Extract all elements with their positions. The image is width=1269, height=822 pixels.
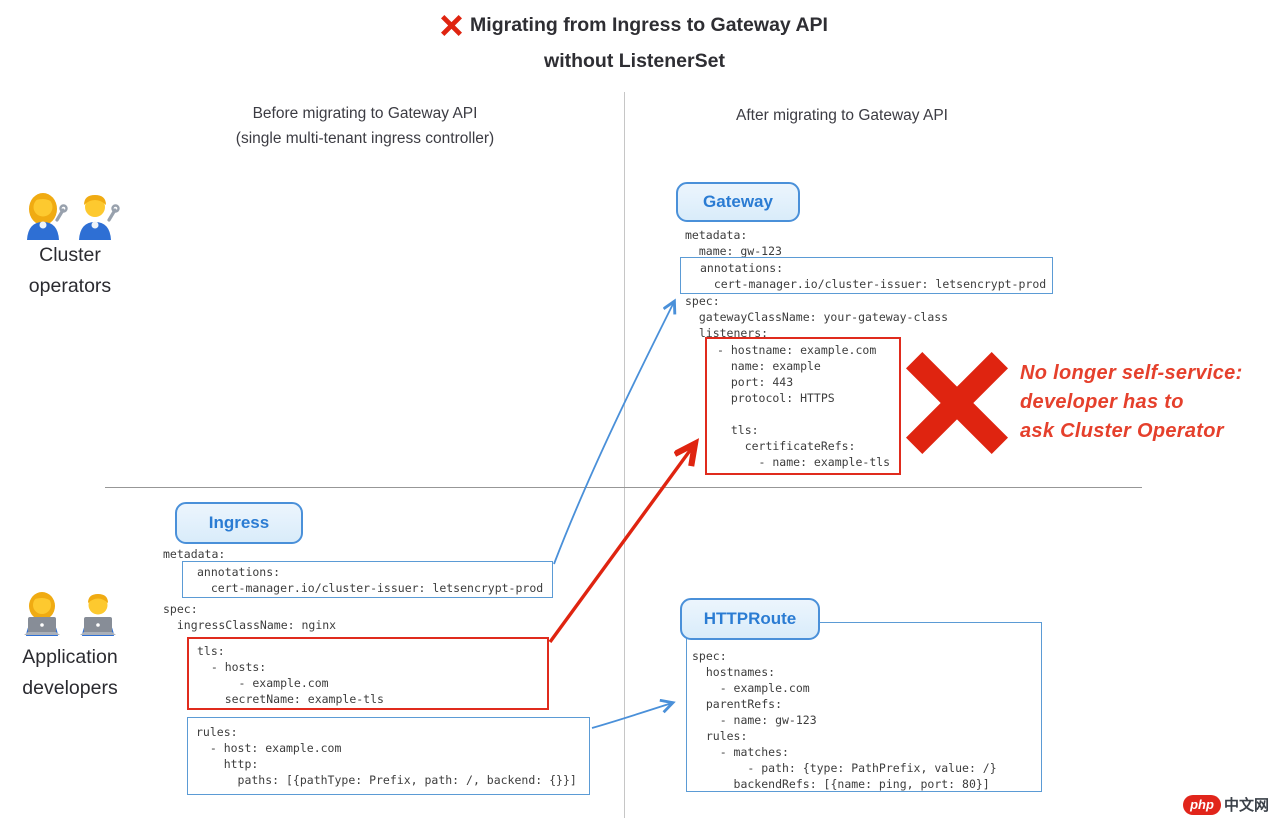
gateway-pill: Gateway (676, 182, 800, 222)
page-title: Migrating from Ingress to Gateway API wi… (0, 10, 1269, 77)
page-title-line1: Migrating from Ingress to Gateway API (470, 14, 828, 36)
php-logo-badge: php (1183, 794, 1221, 815)
ingress-yaml-spec: spec: ingressClassName: nginx (163, 602, 337, 632)
application-developers-label-line2: developers (22, 677, 118, 699)
gateway-pill-label: Gateway (703, 192, 773, 211)
column-divider-line (624, 92, 625, 818)
httproute-pill-label: HTTPRoute (703, 609, 797, 628)
note-line2: developer has to (1020, 391, 1184, 413)
gateway-listener-alert-box: - hostname: example.com name: example po… (705, 337, 901, 475)
ingress-pill-label: Ingress (208, 513, 270, 532)
man-technologist-icon (72, 590, 124, 642)
cross-mark-icon (441, 15, 463, 36)
woman-technologist-icon (16, 590, 68, 642)
gateway-annotations-highlight-box: annotations: cert-manager.io/cluster-iss… (680, 257, 1053, 294)
self-service-note: No longer self-service: developer has to… (1020, 359, 1243, 446)
before-header-line1: Before migrating to Gateway API (252, 105, 478, 122)
row-divider-line (105, 487, 1142, 488)
gateway-yaml-metadata: metadata: mame: gw-123 (685, 228, 782, 258)
watermark-text: 中文网 (1224, 797, 1269, 814)
cluster-operators-group: Cluster operators (0, 190, 140, 302)
ingress-pill: Ingress (175, 502, 303, 544)
httproute-pill: HTTPRoute (680, 598, 820, 640)
before-header-line2: (single multi-tenant ingress controller) (235, 130, 495, 147)
httproute-yaml: spec: hostnames: - example.com parentRef… (692, 649, 997, 791)
ingress-yaml-metadata: metadata: (163, 547, 226, 561)
ingress-yaml-rules: rules: - host: example.com http: paths: … (196, 725, 577, 787)
ingress-rules-highlight-box: rules: - host: example.com http: paths: … (187, 717, 590, 795)
man-mechanic-icon (72, 190, 120, 240)
rejected-cross-icon (906, 352, 1008, 454)
httproute-resource-group: HTTPRoute spec: hostnames: - example.com… (675, 595, 1055, 805)
woman-mechanic-icon (20, 190, 68, 240)
rules-migration-arrow (591, 703, 672, 729)
gateway-yaml-listener: - hostname: example.com name: example po… (717, 343, 891, 469)
before-column-header: Before migrating to Gateway API (single … (105, 101, 625, 151)
note-line3: ask Cluster Operator (1020, 420, 1224, 442)
ingress-yaml-tls: tls: - hosts: - example.com secretName: … (197, 644, 384, 706)
ingress-resource-group: Ingress metadata: annotations: cert-mana… (160, 500, 600, 800)
application-developers-label-line1: Application (22, 646, 118, 668)
site-watermark: php 中文网 (1183, 794, 1269, 815)
note-line1: No longer self-service: (1020, 362, 1243, 384)
gateway-yaml-annotations: annotations: cert-manager.io/cluster-iss… (700, 261, 1047, 291)
cluster-operators-label-line1: Cluster (39, 244, 101, 266)
after-header-line1: After migrating to Gateway API (736, 107, 948, 124)
gateway-yaml-spec: spec: gatewayClassName: your-gateway-cla… (685, 294, 949, 340)
ingress-tls-alert-box: tls: - hosts: - example.com secretName: … (187, 637, 549, 710)
httproute-outline-box (686, 622, 1042, 792)
ingress-annotations-highlight-box: annotations: cert-manager.io/cluster-iss… (182, 561, 553, 598)
page-title-line2: without ListenerSet (544, 50, 725, 72)
after-column-header: After migrating to Gateway API (632, 103, 1052, 128)
ingress-yaml-annotations: annotations: cert-manager.io/cluster-iss… (197, 565, 544, 595)
cluster-operators-label-line2: operators (28, 275, 112, 297)
gateway-resource-group: Gateway metadata: mame: gw-123 annotatio… (660, 180, 1080, 480)
application-developers-group: Application developers (0, 590, 140, 704)
